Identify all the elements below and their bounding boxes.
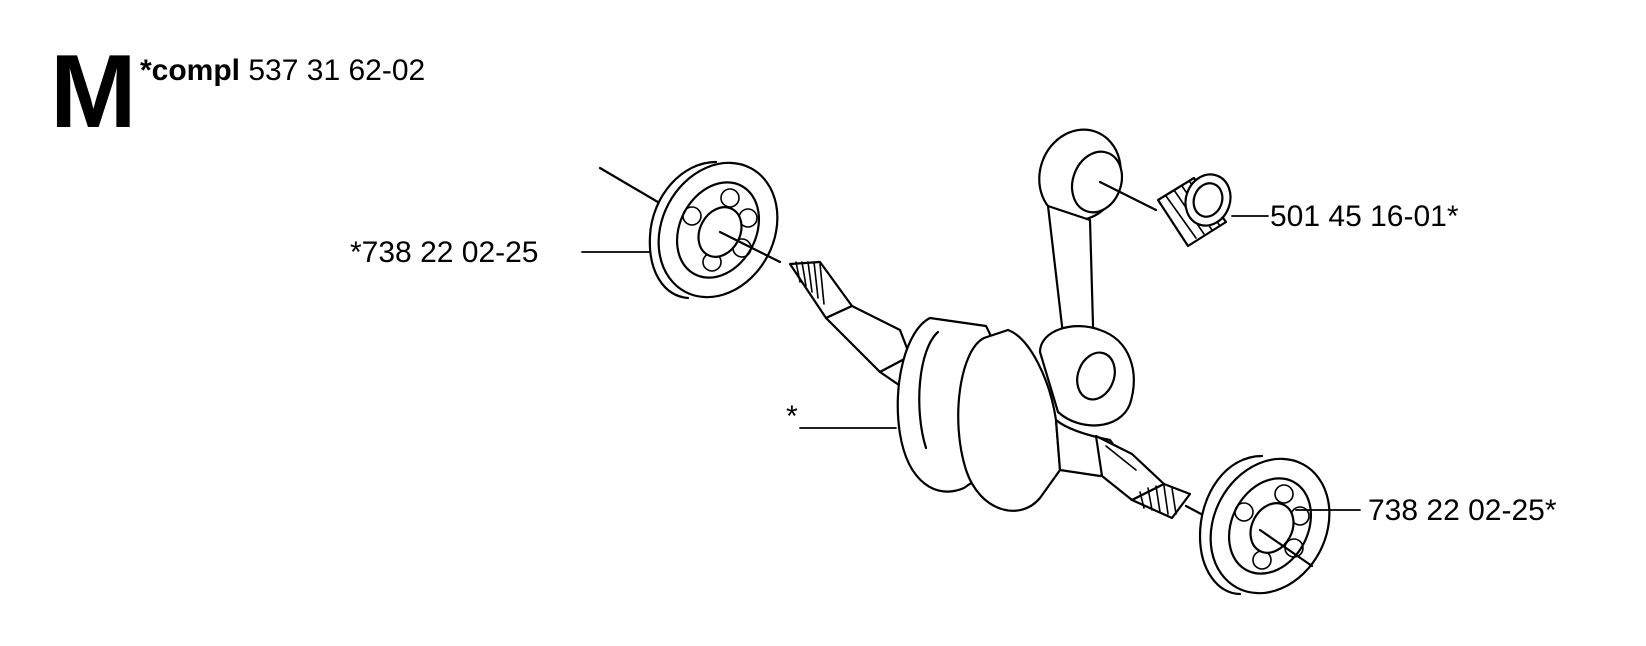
right-bearing-inner-race	[1249, 502, 1295, 554]
right-bearing-ball	[1234, 502, 1254, 522]
section-letter: M	[50, 34, 137, 150]
crank-web-right	[957, 328, 1062, 512]
callout-bearing-left: *738 22 02-25	[350, 236, 539, 269]
crank-pin	[1076, 351, 1116, 401]
left-bearing-ball	[682, 206, 702, 226]
connecting-rod	[1038, 128, 1158, 427]
right-bearing-axis-line	[1258, 528, 1314, 568]
kit-label: *compl 537 31 62-02	[140, 56, 425, 86]
callout-bearing-right: 738 22 02-25*	[1368, 494, 1557, 527]
kit-number: 537 31 62-02	[248, 54, 426, 87]
callout-crankshaft: *	[786, 400, 798, 433]
crankshaft	[788, 260, 1192, 520]
crankshaft-keyway	[1105, 445, 1137, 471]
needle-bearing-axis-line	[1098, 180, 1158, 212]
left-bearing-axis-line	[718, 230, 782, 264]
right-ball-bearing	[1184, 454, 1331, 596]
left-bearing-axis-line	[598, 166, 670, 210]
needle-bearing	[1156, 173, 1232, 248]
connecting-rod-small-end-bore	[1070, 150, 1124, 214]
crankshaft-journal-left	[824, 304, 912, 374]
needle-bearing-bore	[1192, 182, 1224, 218]
left-ball-bearing	[598, 160, 782, 300]
right-bearing-ball	[1274, 484, 1294, 504]
crank-web-left-edge	[918, 330, 940, 450]
callout-needle-bearing: 501 45 16-01*	[1270, 200, 1459, 233]
kit-prefix: *compl	[140, 54, 241, 87]
